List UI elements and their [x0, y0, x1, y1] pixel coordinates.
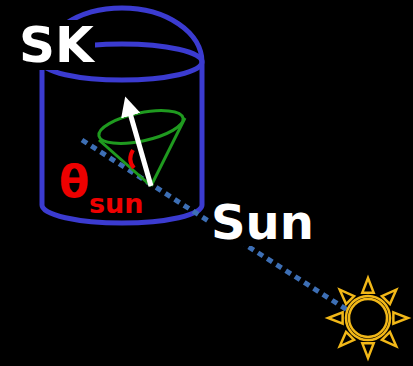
sun-ray — [340, 332, 354, 346]
sun-label: Sun — [210, 198, 315, 246]
angle-subscript: sun — [88, 190, 145, 217]
sun-direction-line — [82, 140, 352, 313]
sun-ray — [393, 312, 408, 323]
sun-ray — [382, 290, 396, 304]
detector-label: SK — [18, 20, 95, 70]
sun-ray — [362, 278, 373, 293]
tank-wall — [40, 62, 45, 205]
sun-ray — [382, 332, 396, 346]
sun-ray — [362, 343, 373, 358]
sun-ray — [340, 290, 354, 304]
tank-wall — [200, 62, 205, 205]
angle-arc — [130, 150, 134, 168]
cherenkov-cone — [96, 104, 186, 186]
sun-ray — [328, 312, 343, 323]
angle-symbol: θ — [58, 160, 90, 204]
sun-symbol — [328, 278, 408, 358]
direction-arrow — [128, 106, 151, 186]
cone-edge — [151, 118, 185, 186]
